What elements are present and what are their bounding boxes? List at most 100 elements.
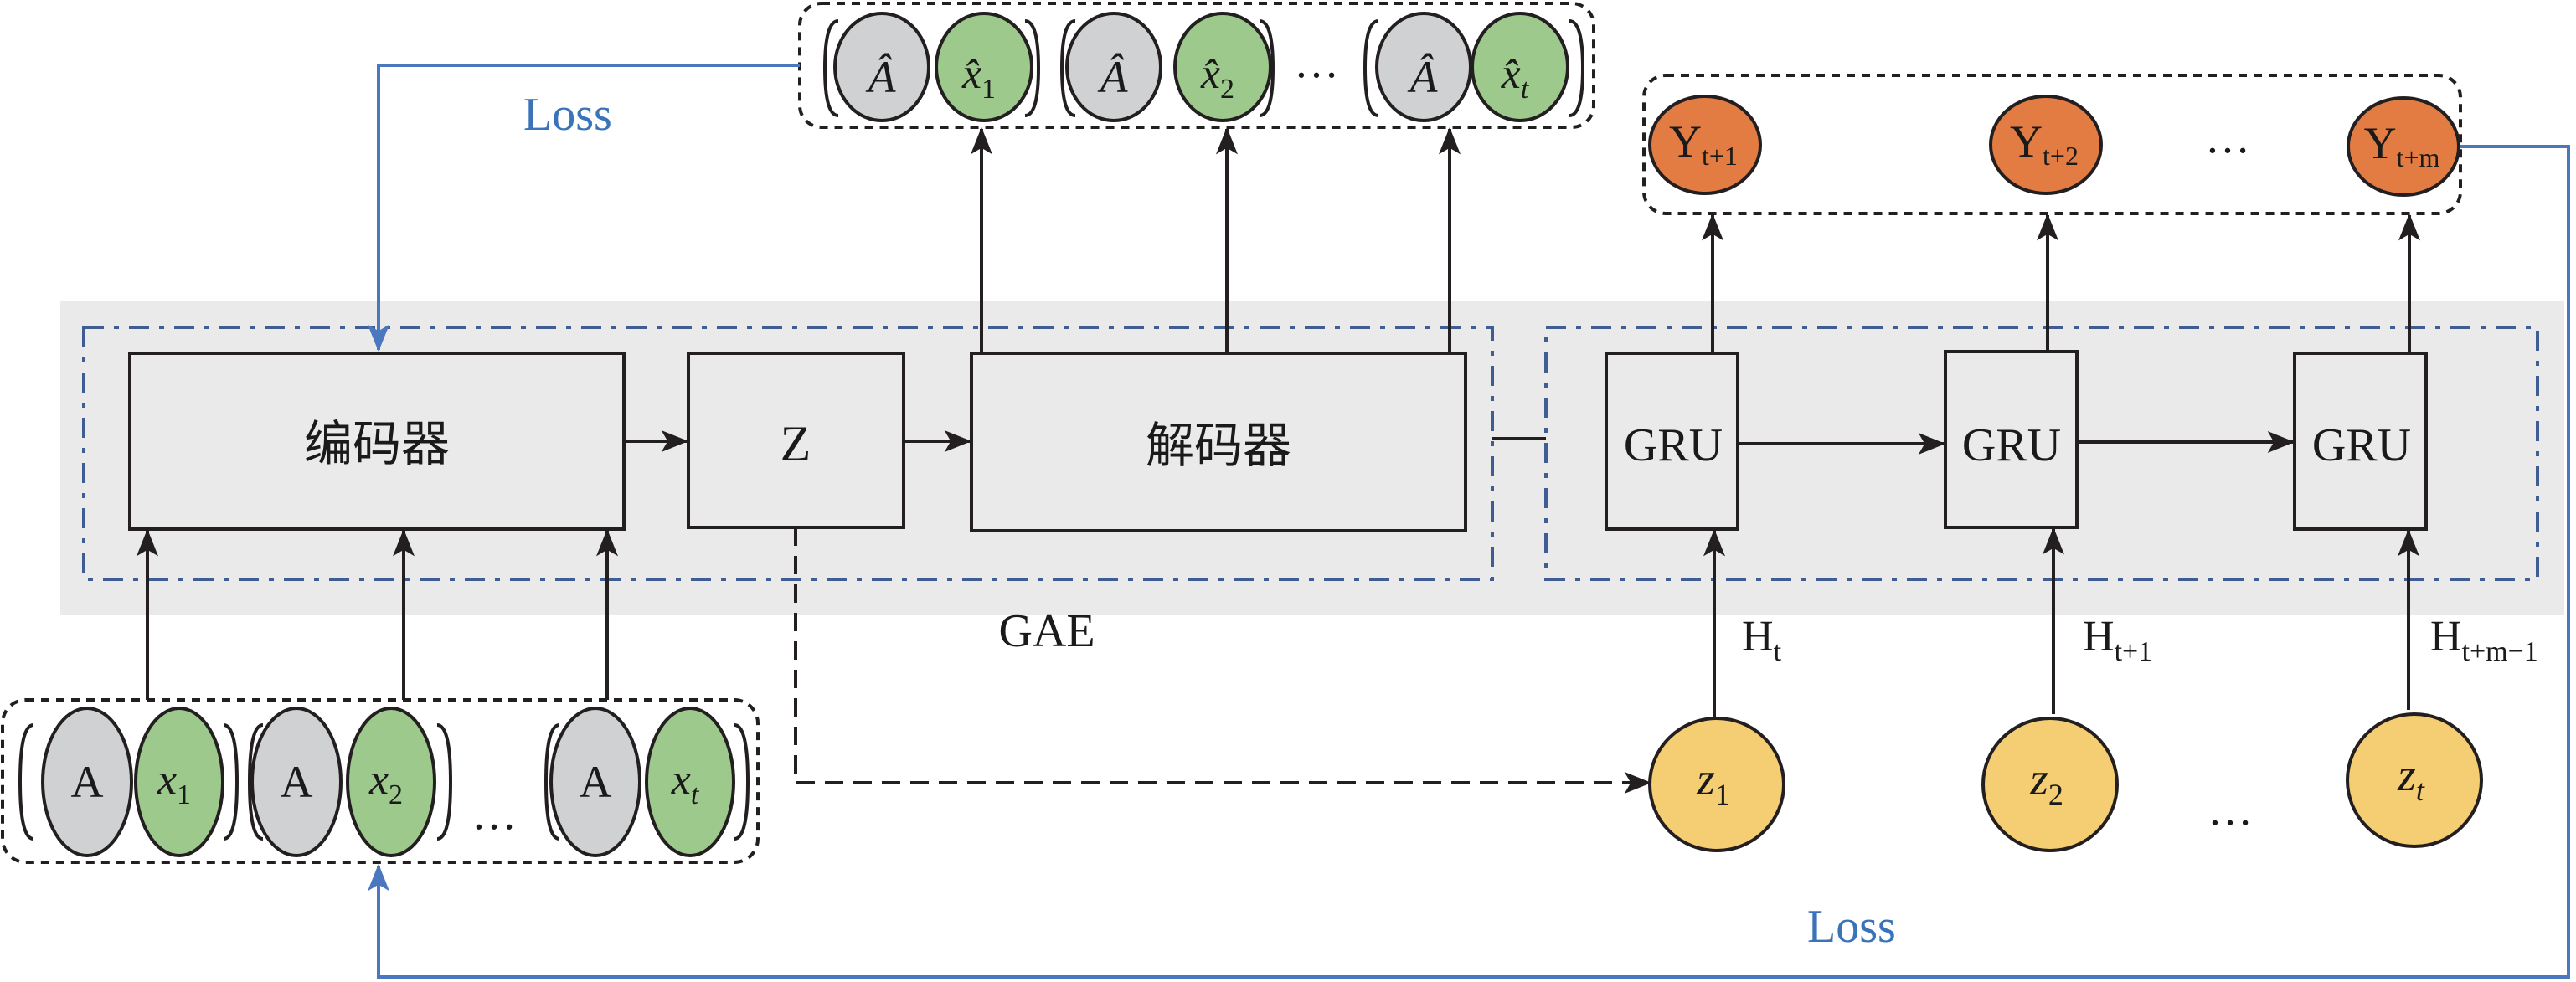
latent-circle	[2346, 712, 2483, 848]
node-label-base: z	[2029, 753, 2048, 805]
adjacency-node	[549, 707, 641, 857]
node-label-sub: t	[691, 779, 700, 810]
output-node-3: Yt+m	[2347, 96, 2460, 197]
output-circle	[2347, 96, 2460, 197]
node-label-sub: 2	[1220, 74, 1234, 105]
reconstructed-adjacency-node	[1065, 12, 1162, 122]
reconstruction-ellipsis: …	[1294, 37, 1339, 87]
bracket-left	[247, 723, 264, 841]
bracket-right	[436, 723, 453, 841]
gru-cell-2: GRU	[1944, 350, 2079, 529]
node-label-base: A	[71, 757, 104, 807]
feature-node	[645, 707, 735, 857]
hidden-state-label-3: Ht+m−1	[2430, 613, 2538, 667]
node-label-base: Y	[1669, 116, 1702, 167]
reconstructed-adjacency-label: Â	[1408, 52, 1439, 102]
node-label-sub: 2	[2048, 778, 2063, 811]
reconstructed-adjacency-label: Â	[1098, 52, 1129, 102]
hidden-base: H	[2430, 613, 2462, 661]
latent-label: zt	[2397, 749, 2425, 807]
node-label-base: Y	[2010, 116, 2043, 167]
output-node-2: Yt+2	[1989, 95, 2103, 195]
node-label-base: Y	[2364, 118, 2397, 168]
reconstruction-loss-label: Loss	[523, 89, 612, 141]
encoder-label: 编码器	[304, 415, 450, 472]
latent-node-3: zt	[2346, 712, 2483, 848]
svg-text:Ht: Ht	[1742, 613, 1782, 667]
bracket-right	[734, 723, 750, 841]
feature-node	[346, 707, 436, 857]
output-label: Yt+m	[2364, 118, 2440, 172]
latent-circle	[1981, 717, 2119, 852]
encoder-block: 编码器	[128, 352, 626, 531]
reconstructed-feature-node	[1471, 12, 1569, 122]
adjacency-label: A	[71, 757, 104, 807]
adjacency-label: A	[580, 757, 612, 807]
hidden-state-label-1: Ht	[1742, 613, 1782, 667]
bracket-right	[1569, 19, 1585, 117]
reconstructed-feature-label: x̂t	[1501, 50, 1530, 105]
node-label-sub: 2	[389, 779, 403, 810]
node-label-base: Â	[1408, 52, 1439, 102]
output-label: Yt+2	[2010, 116, 2079, 171]
hidden-state-label-2: Ht+1	[2083, 613, 2152, 667]
reconstruction-loss-arrow	[368, 64, 800, 352]
node-label-base: z	[2397, 749, 2416, 801]
hidden-sub: t	[1774, 636, 1782, 667]
node-label-base: Â	[866, 52, 897, 102]
bracket-left	[18, 723, 34, 841]
hidden-base: H	[1742, 613, 1774, 661]
hidden-base: H	[2083, 613, 2115, 661]
gru-cell-3: GRU	[2293, 352, 2428, 531]
adjacency-node	[250, 707, 343, 857]
prediction-loss-arrow	[368, 145, 2570, 979]
adjacency-node	[41, 707, 133, 857]
bracket-left	[1059, 19, 1076, 117]
gru-cell-label: GRU	[1624, 419, 1723, 471]
decoder-block: 解码器	[970, 352, 1467, 532]
gru-cell-label: GRU	[1962, 419, 2061, 471]
feature-node	[134, 707, 224, 857]
node-label-sub: t+m	[2397, 142, 2440, 172]
reconstructed-feature-label: x̂2	[1200, 50, 1234, 105]
output-circle	[1989, 95, 2103, 195]
input-ellipsis: …	[471, 789, 517, 839]
decoder-label: 解码器	[1146, 417, 1291, 474]
hidden-sub: t+m−1	[2462, 636, 2538, 667]
gru-cell-1: GRU	[1605, 352, 1739, 531]
node-label-sub: t+1	[1702, 141, 1738, 171]
reconstructed-feature-label: x̂1	[961, 50, 996, 105]
gae-label: GAE	[998, 605, 1095, 657]
svg-text:Ht+m−1: Ht+m−1	[2430, 613, 2538, 667]
node-label-sub: 1	[177, 779, 191, 810]
hidden-sub: t+1	[2115, 636, 2153, 667]
gae-module-boundary	[82, 326, 1494, 581]
bracket-right	[1024, 19, 1041, 117]
reconstructed-feature-node	[1173, 12, 1272, 122]
node-label-base: A	[580, 757, 612, 807]
node-label-base: x	[368, 756, 389, 804]
bracket-right	[223, 723, 240, 841]
latent-node-1: z1	[1648, 717, 1785, 852]
latent-z-label: Z	[781, 416, 811, 471]
bracket-right	[1259, 19, 1275, 117]
node-label-base: z	[1696, 753, 1715, 805]
feature-label: x1	[157, 756, 191, 810]
node-label-base: x̂	[1501, 50, 1521, 98]
node-label-base: A	[281, 757, 313, 807]
node-label-base: x̂	[961, 50, 981, 98]
output-ellipsis: …	[2205, 112, 2250, 162]
feature-label: xt	[671, 756, 700, 810]
input-group-boundary	[1, 698, 760, 864]
node-label-sub: t+2	[2043, 141, 2079, 171]
feature-label: x2	[368, 756, 403, 810]
reconstructed-adjacency-label: Â	[866, 52, 897, 102]
prediction-loss-label: Loss	[1807, 901, 1896, 953]
node-label-base: x	[671, 756, 691, 804]
output-circle	[1648, 95, 1762, 195]
bracket-left	[822, 19, 839, 117]
